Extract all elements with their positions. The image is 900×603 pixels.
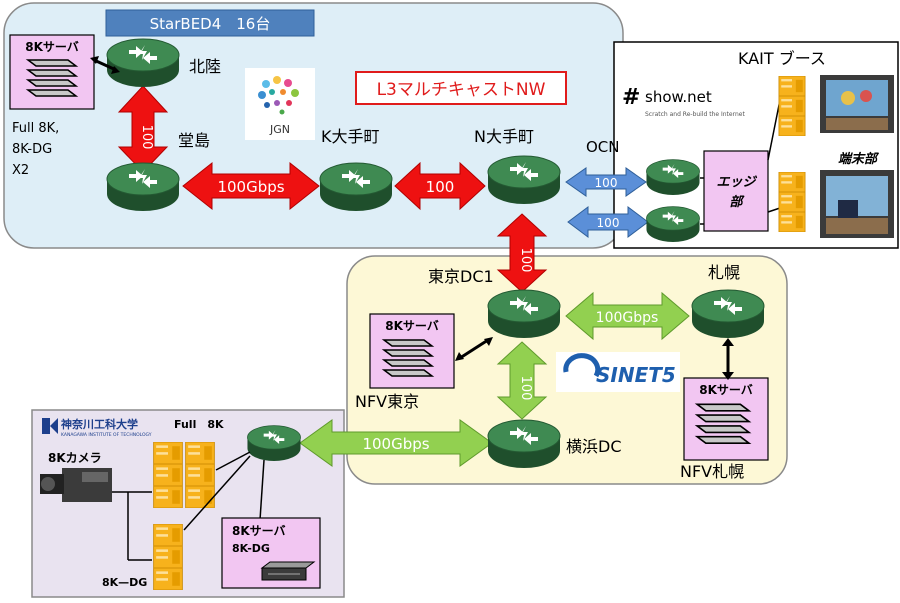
kanagawa-wiring [112,451,265,561]
server-starbed-note-1: Full 8K, [12,121,59,136]
shownet-logo: # show.net Scratch and Re-build the Inte… [618,80,768,122]
router-hokuriku [106,38,180,88]
node-label-kotemachi: K大手町 [321,127,380,146]
kait-edge-label-1: エッジ [716,175,757,190]
kait-edge-box: エッジ 部 [703,150,769,232]
router-tokyodc1 [487,289,561,339]
kanagawa-equipment-dg [153,524,183,590]
node-label-sapporo: 札幌 [708,263,740,282]
kait-terminal-photo-upper [820,75,894,133]
server-starbed-label: 8Kサーバ [25,40,79,54]
link-ocn-upper: 100 [565,167,647,197]
kanagawa-logo: 神奈川工科大学 KANAGAWA INSTITUTE OF TECHNOLOGY [42,417,152,438]
link-tokyodc1-sapporo-label: 100Gbps [596,310,659,326]
jgn-logo: JGN [245,68,315,140]
router-kanagawa [247,425,301,462]
l3-multicast-label: L3マルチキャストNW [377,80,546,100]
router-kait-upper [646,159,700,196]
node-label-hokuriku: 北陸 [189,57,221,76]
kanagawa-dg-label: 8K—DG [102,576,147,589]
kanagawa-camera-label: 8Kカメラ [48,451,102,465]
server-kanagawa-sub: 8K-DG [232,542,270,555]
server-starbed-note-2: 8K-DG [12,142,52,157]
link-hokuriku-dojima-label: 100 [139,125,154,150]
link-dojima-kotemachi-label: 100Gbps [217,178,284,196]
link-tokyodc1-sapporo: 100Gbps [565,291,690,341]
link-sapporo-server [722,338,734,380]
server-kanagawa-label: 8Kサーバ [232,524,286,538]
router-sapporo [691,289,765,339]
server-tokyo: 8Kサーバ [369,313,455,389]
node-label-yokohamadc: 横浜DC [566,437,622,456]
sinet5-logo: SINET5 [556,352,680,392]
node-label-nfv-tokyo: NFV東京 [355,392,419,411]
server-kanagawa: 8Kサーバ 8K-DG [221,517,321,589]
router-kotemachi [319,162,393,212]
server-starbed-note-3: X2 [12,163,29,178]
router-yokohamadc [487,419,561,469]
node-label-nfv-sapporo: NFV札幌 [680,462,744,481]
link-notemachi-tokyodc1: 100 [496,213,548,293]
node-label-notemachi: N大手町 [474,127,534,146]
node-label-ocn: OCN [586,138,620,156]
link-server-tokyodc1 [455,337,493,361]
link-tokyodc1-yokohama-label: 100 [518,376,533,401]
router-notemachi [487,155,561,205]
link-dojima-kotemachi: 100Gbps [182,161,320,211]
link-ocn-upper-label: 100 [595,176,618,190]
server-starbed: 8Kサーバ [9,34,95,110]
link-hokuriku-dojima: 100 [117,85,169,173]
shownet-tagline: Scratch and Re-build the Internet [645,111,745,118]
server-sapporo: 8Kサーバ [683,377,769,461]
server-tokyo-label: 8Kサーバ [385,319,439,333]
link-tokyodc1-yokohama: 100 [496,341,548,420]
link-kotemachi-notemachi-label: 100 [426,178,455,196]
kait-title: KAIT ブース [738,49,826,68]
link-server-hokuriku [90,56,120,74]
l3-multicast-box: L3マルチキャストNW [355,71,567,105]
router-kait-lower [646,206,700,243]
node-label-dojima: 堂島 [178,131,210,150]
server-sapporo-label: 8Kサーバ [699,383,753,397]
kanagawa-university-en: KANAGAWA INSTITUTE OF TECHNOLOGY [61,432,152,438]
kait-edge-label-2: 部 [729,194,745,210]
starbed-label: StarBED4 16台 [150,15,271,33]
kanagawa-full8k-label: Full 8K [174,418,224,431]
node-label-tokyodc1: 東京DC1 [428,267,494,286]
jgn-label: JGN [269,123,290,136]
server-kanagawa-device-icon [260,561,316,581]
kait-terminal-label: 端末部 [838,151,880,167]
sinet5-label: SINET5 [596,363,676,387]
starbed-label-box: StarBED4 16台 [105,9,315,37]
kait-equipment-upper [778,76,806,136]
link-kanagawa-yokohama-label: 100Gbps [362,435,429,453]
shownet-hash-icon: # [622,85,640,110]
link-ocn-lower-label: 100 [597,216,620,230]
camera-icon [40,468,112,502]
router-dojima [106,162,180,212]
kait-equipment-lower [778,172,806,232]
kanagawa-university-name: 神奈川工科大学 [61,417,138,431]
link-ocn-lower: 100 [567,206,649,238]
link-notemachi-tokyodc1-label: 100 [518,248,533,273]
shownet-brand: show.net [645,88,712,106]
kait-terminal-photo-lower [820,170,894,238]
link-kotemachi-notemachi: 100 [394,161,486,211]
